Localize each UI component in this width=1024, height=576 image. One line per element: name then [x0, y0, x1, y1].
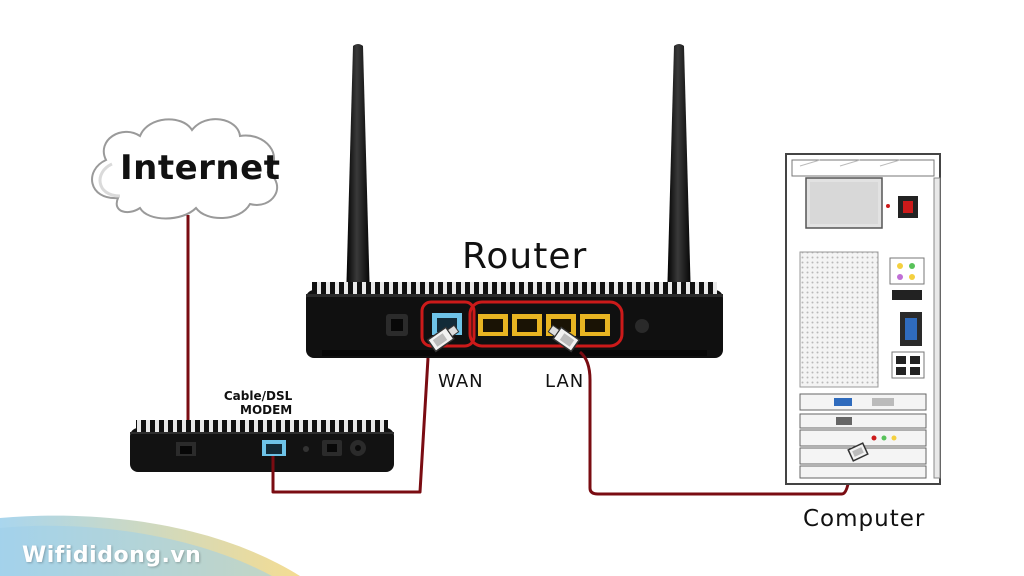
- lan-label: LAN: [545, 371, 585, 392]
- lan-ports: [478, 314, 610, 336]
- lan-highlight: [468, 300, 624, 348]
- ethernet-plug-icon: [426, 324, 460, 353]
- wan-highlight: [420, 300, 476, 348]
- router-label: Router: [462, 236, 588, 277]
- wan-label: WAN: [438, 371, 484, 392]
- router: [306, 282, 723, 358]
- lan-cable: [578, 350, 860, 496]
- modem-label-line1: Cable/DSL: [223, 389, 293, 403]
- computer-label: Computer: [803, 506, 926, 532]
- watermark-band: [0, 515, 300, 576]
- watermark-text: Wifididong.vn: [22, 543, 202, 568]
- cloud-icon: [91, 118, 279, 220]
- ethernet-plug-icon: [547, 324, 581, 353]
- ethernet-plug-icon: [847, 442, 869, 462]
- wan-cable: [271, 357, 430, 494]
- modem: [130, 420, 394, 472]
- modem-label-line2: MODEM: [240, 403, 293, 417]
- modem-label: Cable/DSL MODEM: [220, 389, 292, 417]
- internet-label: Internet: [120, 148, 281, 188]
- computer-tower: [785, 153, 941, 485]
